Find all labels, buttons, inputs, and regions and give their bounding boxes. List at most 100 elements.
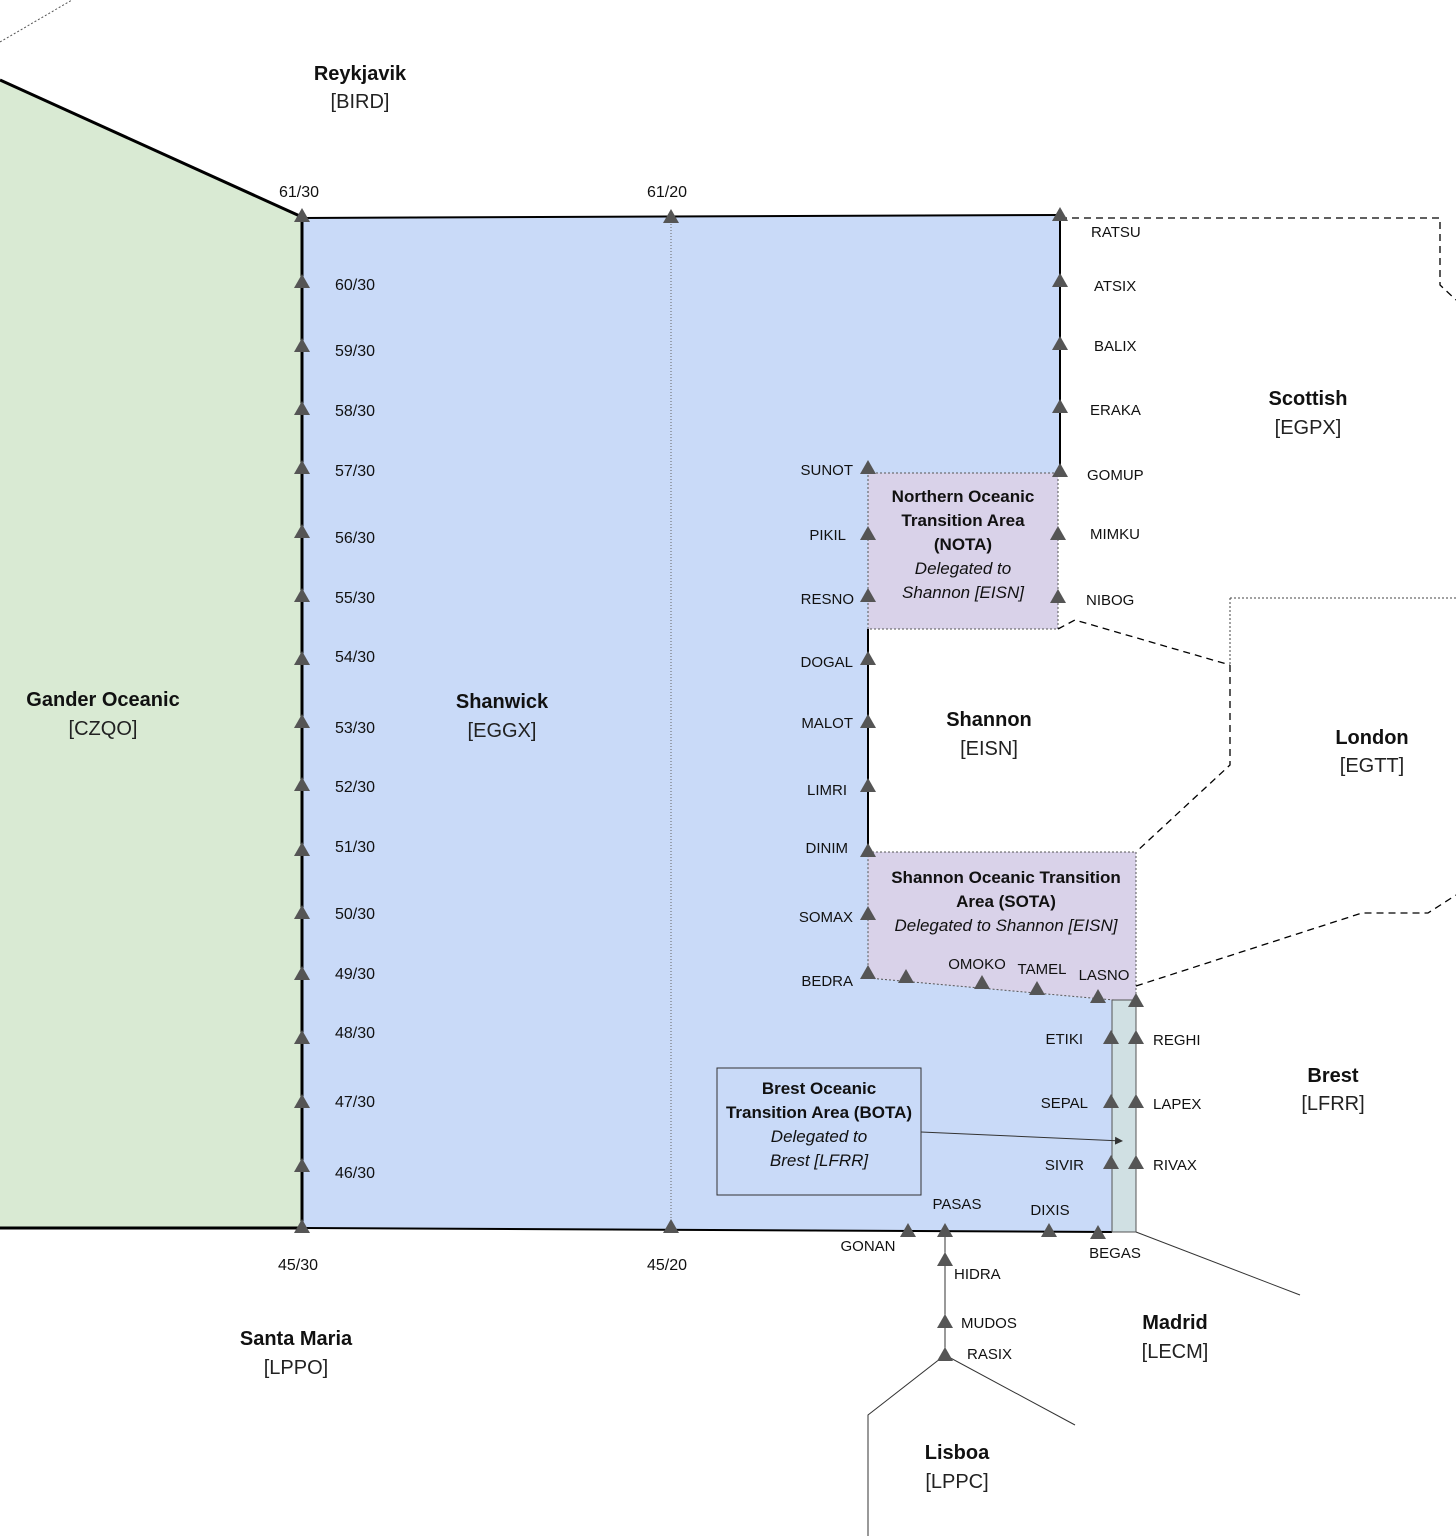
waypoint-triangle-icon [1052, 207, 1068, 221]
fix-label: ATSIX [1094, 278, 1136, 295]
waypoint-triangle-icon [860, 906, 876, 920]
bota-pointer-arrow [920, 1131, 1123, 1145]
coord-west-label: 60/30 [335, 277, 375, 294]
london-name: London [1335, 727, 1408, 749]
waypoint-triangle-icon [1052, 399, 1068, 413]
nota-title-line-2: Transition Area [901, 511, 1025, 530]
shannon-code: [EISN] [960, 738, 1018, 760]
fix-label: LAPEX [1153, 1096, 1201, 1113]
gander-code: [CZQO] [69, 718, 138, 740]
coord-top-61-30: 61/30 [279, 184, 319, 201]
coord-west-label: 57/30 [335, 463, 375, 480]
waypoint-triangle-icon [1029, 981, 1045, 995]
fix-label: BEGAS [1089, 1245, 1141, 1262]
sota-title-line-2: Area (SOTA) [956, 892, 1056, 911]
gander-name: Gander Oceanic [26, 689, 179, 711]
fix-label: DOGAL [800, 654, 853, 671]
waypoint-triangle-icon [294, 460, 310, 474]
waypoint-triangle-icon [860, 651, 876, 665]
fix-label: ERAKA [1090, 402, 1141, 419]
waypoint-triangle-icon [1128, 993, 1144, 1007]
fix-label: MUDOS [961, 1315, 1017, 1332]
shanwick-code: [EGGX] [468, 720, 537, 742]
shannon-name: Shannon [946, 709, 1032, 731]
nota-title-line-1: Northern Oceanic [892, 487, 1035, 506]
scottish-boundary [1060, 217, 1456, 301]
sota-south-fixes: OMOKO TAMEL LASNO [948, 956, 1129, 984]
brest-north-boundary [1135, 894, 1456, 987]
nota-sub-line-2: Shannon [EISN] [902, 583, 1025, 602]
waypoint-triangle-icon [294, 401, 310, 415]
waypoint-triangle-icon [1128, 1030, 1144, 1044]
fix-label: GOMUP [1087, 467, 1144, 484]
bota-sub-line-2: Brest [LFRR] [770, 1151, 870, 1170]
shanwick-south-boundary [301, 1227, 1113, 1233]
fix-label: GONAN [840, 1238, 895, 1255]
bota-east-fixes: REGHI LAPEX RIVAX [1153, 1032, 1201, 1174]
waypoint-triangle-icon [294, 1158, 310, 1172]
nota-title-line-3: (NOTA) [934, 535, 992, 554]
waypoint-triangle-icon [294, 842, 310, 856]
waypoint-triangle-icon [294, 1030, 310, 1044]
bota-west-fixes: ETIKI SEPAL SIVIR [1041, 1031, 1088, 1174]
brest-name: Brest [1307, 1065, 1358, 1087]
shannon-east-boundary [1135, 665, 1231, 853]
waypoint-triangle-icon [937, 1252, 953, 1266]
waypoint-triangle-icon [294, 1094, 310, 1108]
madrid-boundary [1135, 1231, 1301, 1296]
fix-label: REGHI [1153, 1032, 1201, 1049]
scottish-name: Scottish [1269, 388, 1348, 410]
waypoint-triangle-icon [1052, 273, 1068, 287]
shanwick-north-boundary [301, 214, 1061, 219]
waypoint-triangle-icon [860, 526, 876, 540]
waypoint-triangle-icon [294, 338, 310, 352]
reykjavik-name: Reykjavik [314, 63, 407, 85]
waypoint-triangle-icon [900, 1223, 916, 1237]
waypoint-triangle-icon [937, 1314, 953, 1328]
fix-label: PASAS [933, 1196, 982, 1213]
fix-label: ETIKI [1045, 1031, 1083, 1048]
madrid-name: Madrid [1142, 1312, 1208, 1334]
waypoint-triangle-icon [1052, 463, 1068, 477]
sota-sub-line-1: Delegated to Shannon [EISN] [894, 916, 1118, 935]
lisboa-route-fixes: HIDRA MUDOS RASIX [954, 1266, 1017, 1363]
fix-label: SOMAX [799, 909, 853, 926]
brest-code: [LFRR] [1301, 1093, 1364, 1115]
waypoint-triangle-icon [974, 975, 990, 989]
coord-west-label: 55/30 [335, 590, 375, 607]
south-fixes: GONAN PASAS DIXIS BEGAS [840, 1196, 1140, 1262]
madrid-code: [LECM] [1142, 1341, 1209, 1363]
coord-west-label: 47/30 [335, 1094, 375, 1111]
waypoint-triangle-icon [860, 588, 876, 602]
waypoint-triangle-icon [294, 588, 310, 602]
waypoint-triangle-icon [1052, 336, 1068, 350]
fix-label: MALOT [801, 715, 853, 732]
coord-west-label: 51/30 [335, 839, 375, 856]
coord-bottom-45-30: 45/30 [278, 1257, 318, 1274]
shannon-west-fixes: SUNOT PIKIL RESNO DOGAL MALOT LIMRI DINI… [799, 462, 854, 990]
fix-label: SIVIR [1045, 1157, 1084, 1174]
lisboa-code: [LPPC] [925, 1471, 988, 1493]
santa-maria-code: [LPPO] [264, 1357, 328, 1379]
waypoint-triangle-icon [1050, 526, 1066, 540]
corner-dotted-line [0, 0, 73, 43]
coord-west-label: 53/30 [335, 720, 375, 737]
reykjavik-code: [BIRD] [331, 91, 390, 113]
coord-west-label: 58/30 [335, 403, 375, 420]
fix-label: BALIX [1094, 338, 1137, 355]
fix-label: HIDRA [954, 1266, 1001, 1283]
lisboa-boundary [867, 1354, 1076, 1536]
waypoint-triangle-icon [860, 965, 876, 979]
waypoint-triangle-icon [663, 1219, 679, 1233]
fix-label: RESNO [801, 591, 854, 608]
waypoint-triangle-icon [1090, 1225, 1106, 1239]
fix-label: PIKIL [809, 527, 846, 544]
waypoint-triangle-icon [1103, 1155, 1119, 1169]
sota-title-line-1: Shannon Oceanic Transition [891, 868, 1121, 887]
waypoint-triangle-icon [294, 1219, 310, 1233]
waypoint-triangle-icon [937, 1223, 953, 1237]
waypoint-triangle-icon [294, 208, 310, 222]
gander-oceanic-area [0, 80, 302, 1228]
gander-boundary [0, 78, 303, 219]
